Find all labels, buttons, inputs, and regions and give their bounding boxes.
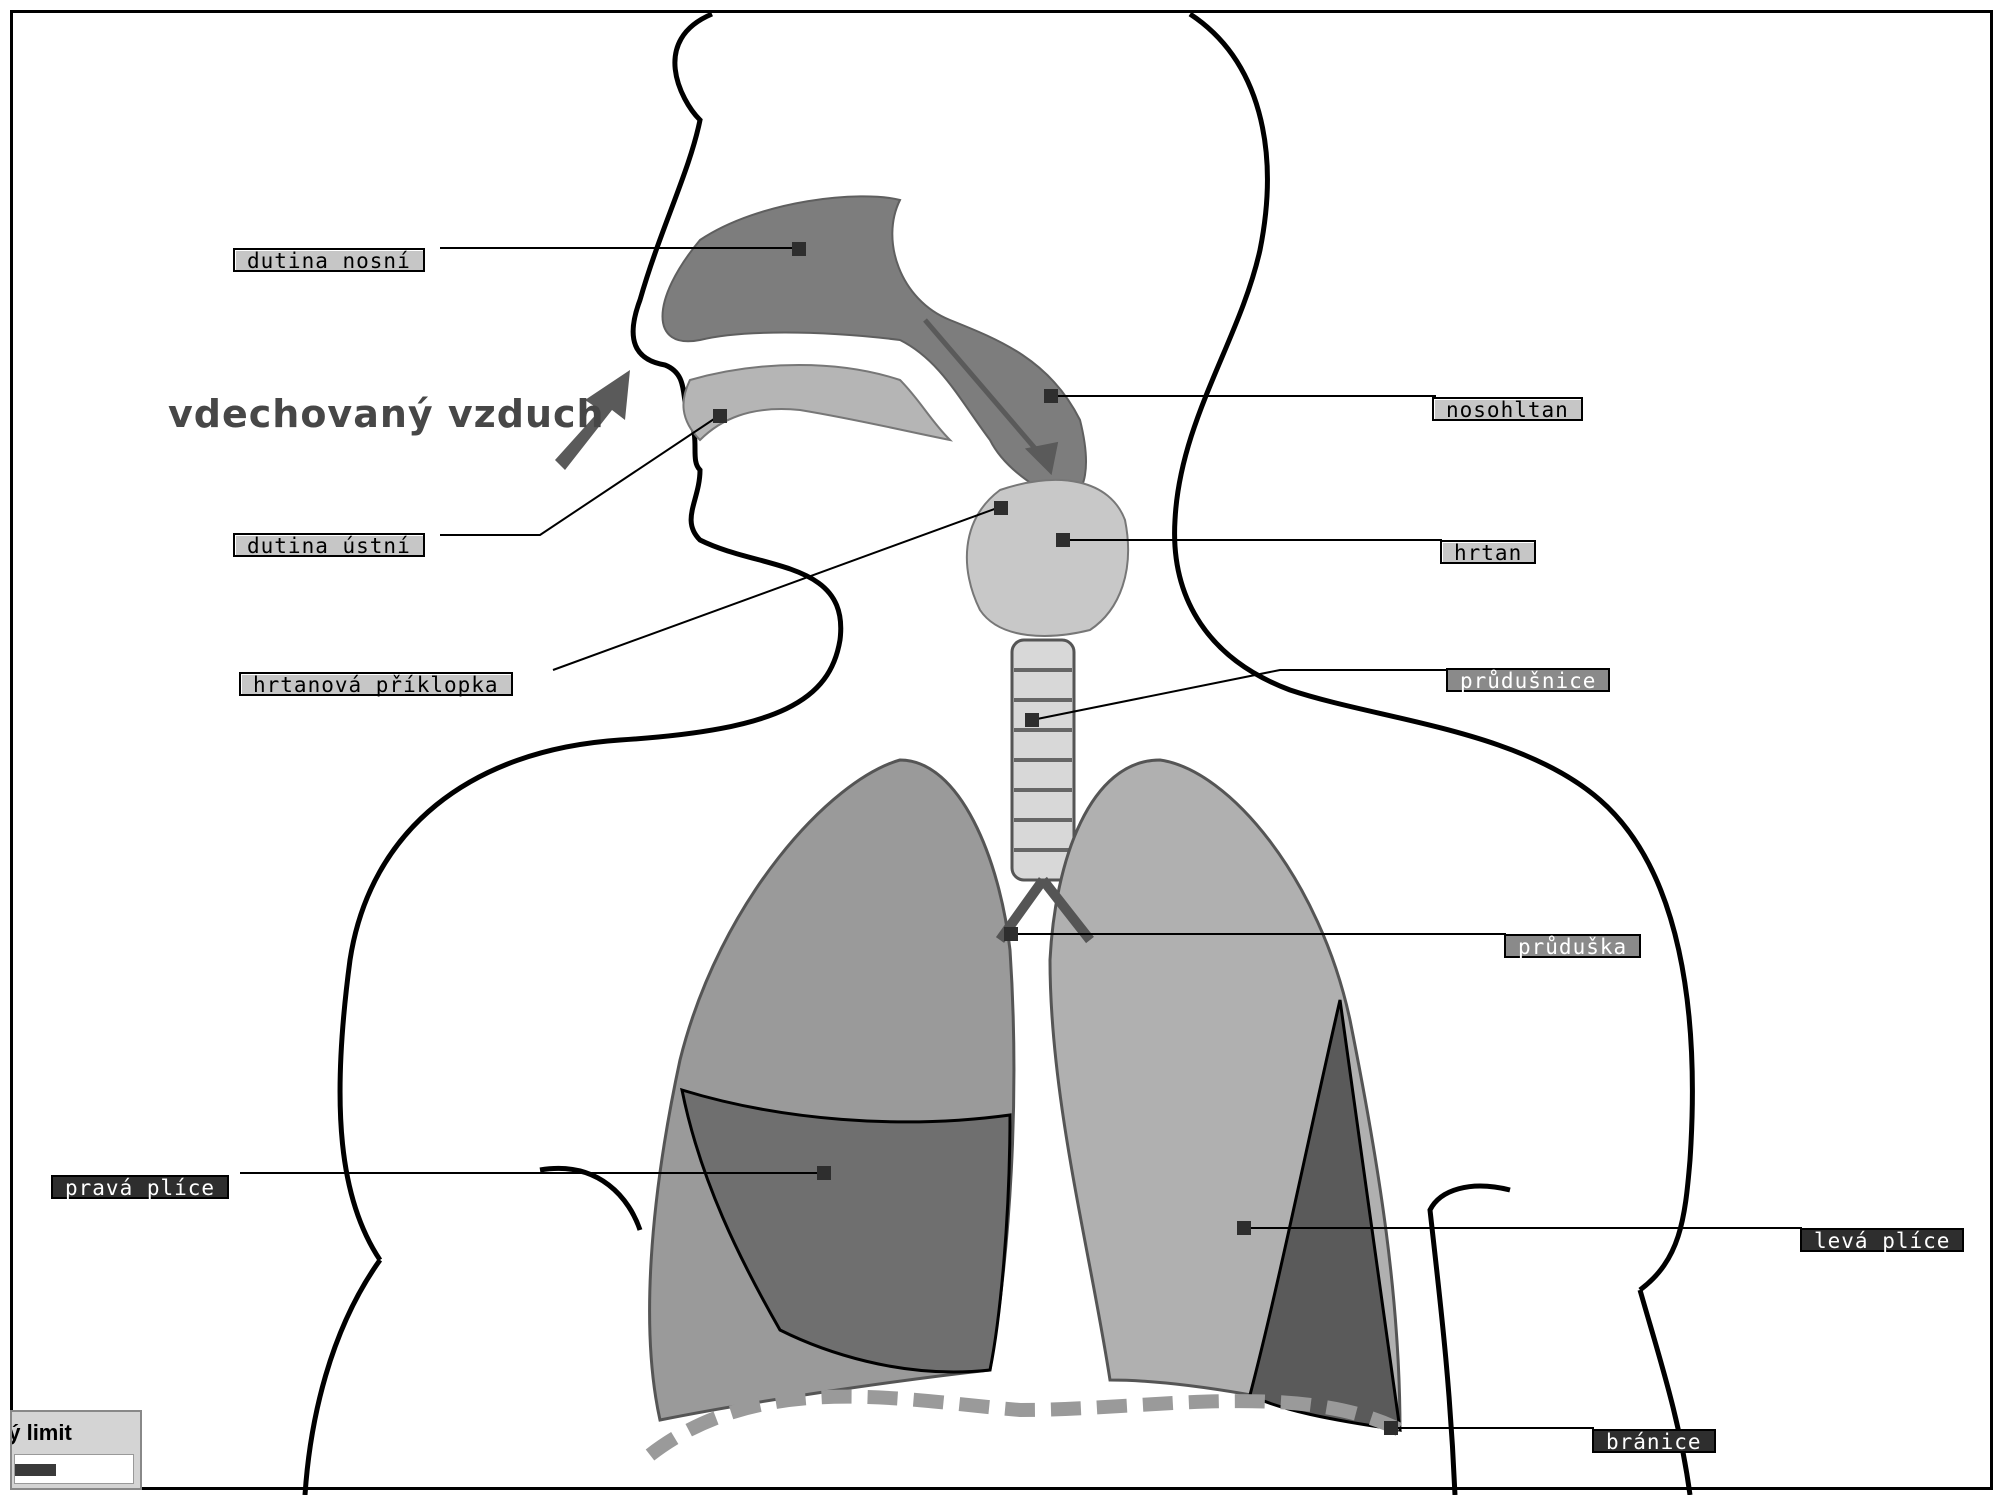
label-prudusnice[interactable]: průdušnice	[1446, 668, 1610, 692]
label-hrtan[interactable]: hrtan	[1440, 540, 1536, 564]
limit-progress-fill	[15, 1464, 56, 1476]
arm-right	[1430, 1186, 1510, 1495]
label-branice[interactable]: bránice	[1592, 1429, 1716, 1453]
inhaled-air-caption: vdechovaný vzduch	[168, 392, 605, 436]
label-dutina-ustni[interactable]: dutina ústní	[233, 533, 425, 557]
label-prava-plice[interactable]: pravá plíce	[51, 1175, 229, 1199]
label-leva-plice[interactable]: levá plíce	[1800, 1228, 1964, 1252]
label-pruduska[interactable]: průduška	[1504, 934, 1641, 958]
diaphragm	[650, 1397, 1400, 1455]
label-hrtanova-priklopka[interactable]: hrtanová příklopka	[239, 672, 513, 696]
limit-title: vý limit	[10, 1420, 72, 1446]
limit-progress	[14, 1454, 134, 1484]
arm-left	[540, 1168, 640, 1230]
label-dutina-nosni[interactable]: dutina nosní	[233, 248, 425, 272]
larynx	[967, 480, 1128, 636]
limit-widget: vý limit	[10, 1410, 142, 1490]
torso-left	[305, 1260, 380, 1495]
oral-cavity	[683, 365, 950, 440]
torso-right	[1640, 1290, 1690, 1495]
nasal-cavity	[663, 196, 1086, 500]
label-nosohltan[interactable]: nosohltan	[1432, 397, 1583, 421]
